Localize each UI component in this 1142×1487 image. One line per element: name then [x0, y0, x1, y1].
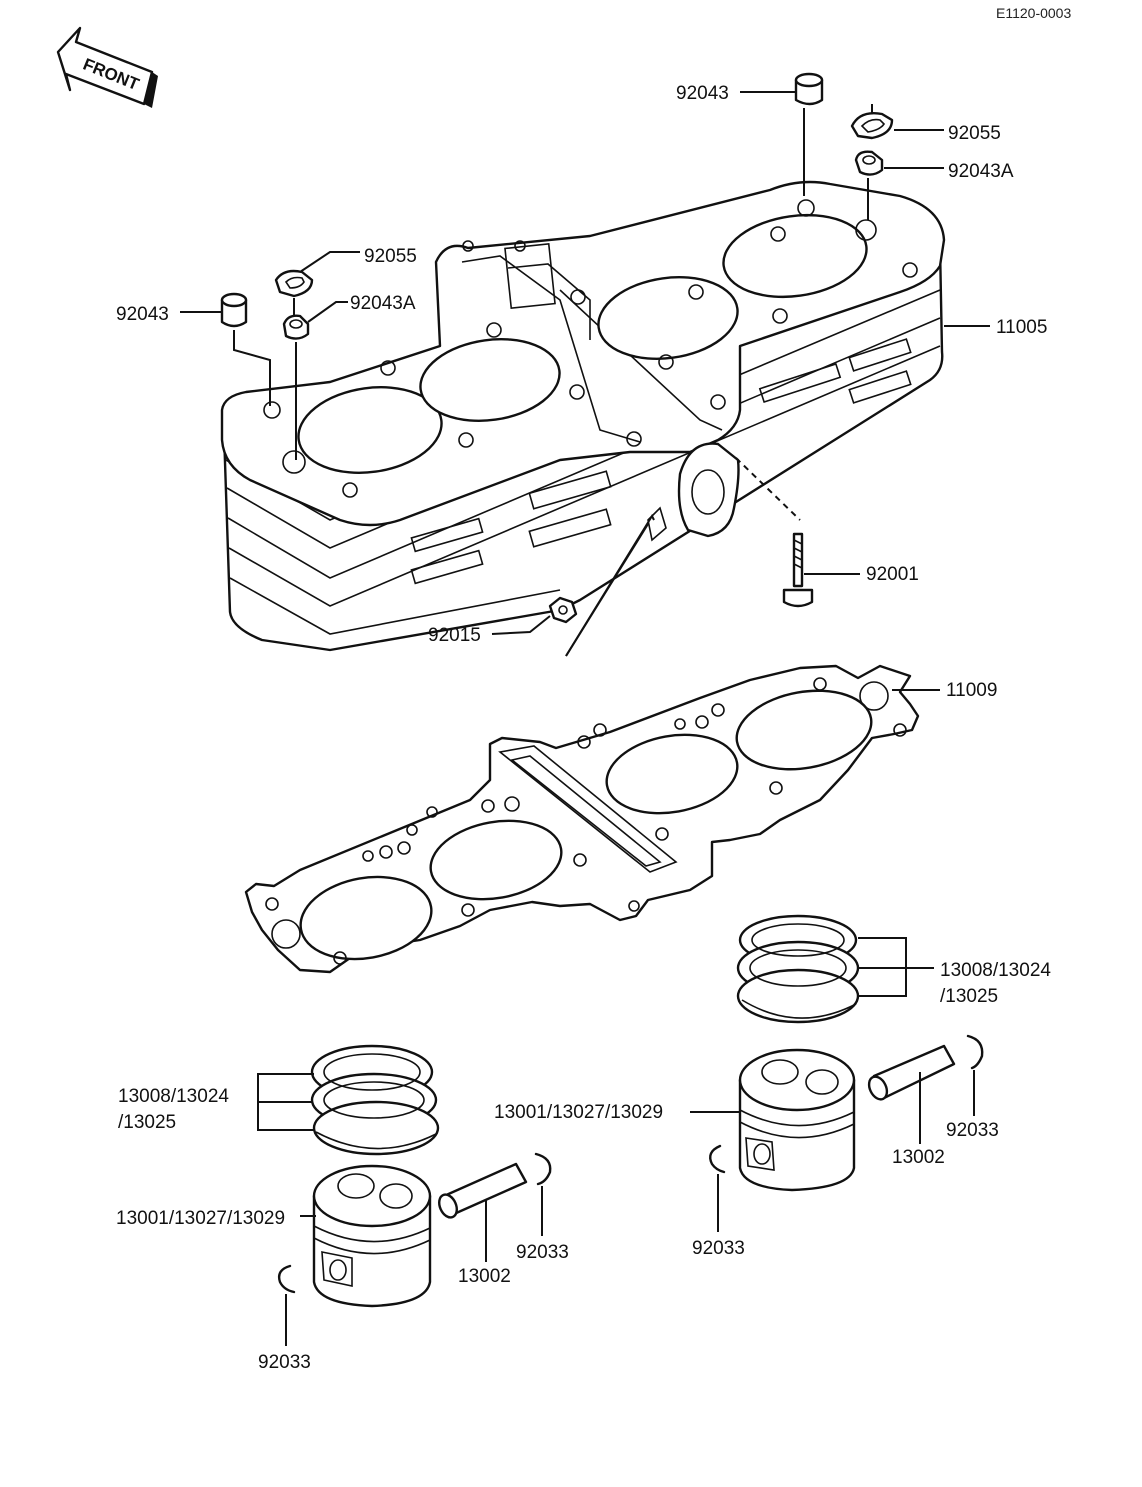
label-collar-top: 92043 [676, 83, 729, 104]
label-collar-left: 92043 [116, 304, 169, 325]
piston-rings-left [310, 1044, 440, 1156]
label-rings-right-line1: 13008/13024 [940, 960, 1051, 981]
label-cylinder: 11005 [996, 317, 1047, 338]
circlip-left-outer [534, 1152, 552, 1186]
o-ring-92055-top [850, 112, 894, 140]
label-head-gasket: 11009 [946, 680, 997, 701]
label-o-ring-top: 92055 [948, 123, 1001, 144]
label-rings-left-line2: /13025 [118, 1112, 176, 1133]
circlip-left-inner [277, 1264, 296, 1294]
collar-92043a-left [282, 314, 310, 340]
front-arrow-icon: FRONT [56, 26, 158, 108]
label-clip-right-inner: 92033 [692, 1238, 745, 1259]
cylinder-block [220, 180, 946, 652]
label-clip-left-outer: 92033 [516, 1242, 569, 1263]
nut-92015 [548, 596, 578, 624]
head-gasket-11009 [244, 664, 920, 974]
piston-pin-right [867, 1044, 956, 1101]
piston-right [738, 1048, 856, 1192]
piston-left [312, 1164, 432, 1308]
label-piston-right: 13001/13027/13029 [494, 1102, 663, 1123]
piston-rings-right [736, 914, 860, 1024]
collar-92043-top [794, 72, 824, 106]
label-bolt: 92001 [866, 564, 919, 585]
bolt-92001 [735, 457, 814, 608]
label-rings-right-line2: /13025 [940, 986, 998, 1007]
label-collar-a-left: 92043A [350, 293, 416, 314]
collar-92043a-top [854, 150, 884, 176]
label-pin-right: 13002 [892, 1147, 945, 1168]
label-nut: 92015 [428, 625, 481, 646]
label-clip-left-inner: 92033 [258, 1352, 311, 1373]
circlip-right-inner [709, 1144, 726, 1174]
label-pin-left: 13002 [458, 1266, 511, 1287]
label-clip-right-outer: 92033 [946, 1120, 999, 1141]
label-o-ring-left: 92055 [364, 246, 417, 267]
collar-92043-left [220, 292, 248, 328]
label-piston-left: 13001/13027/13029 [116, 1208, 285, 1229]
piston-pin-left [438, 1162, 528, 1219]
label-collar-a-top: 92043A [948, 161, 1014, 182]
circlip-right-outer [966, 1034, 984, 1070]
diagram-code: E1120-0003 [996, 5, 1071, 21]
label-rings-left-line1: 13008/13024 [118, 1086, 229, 1107]
o-ring-92055-left [274, 269, 314, 298]
